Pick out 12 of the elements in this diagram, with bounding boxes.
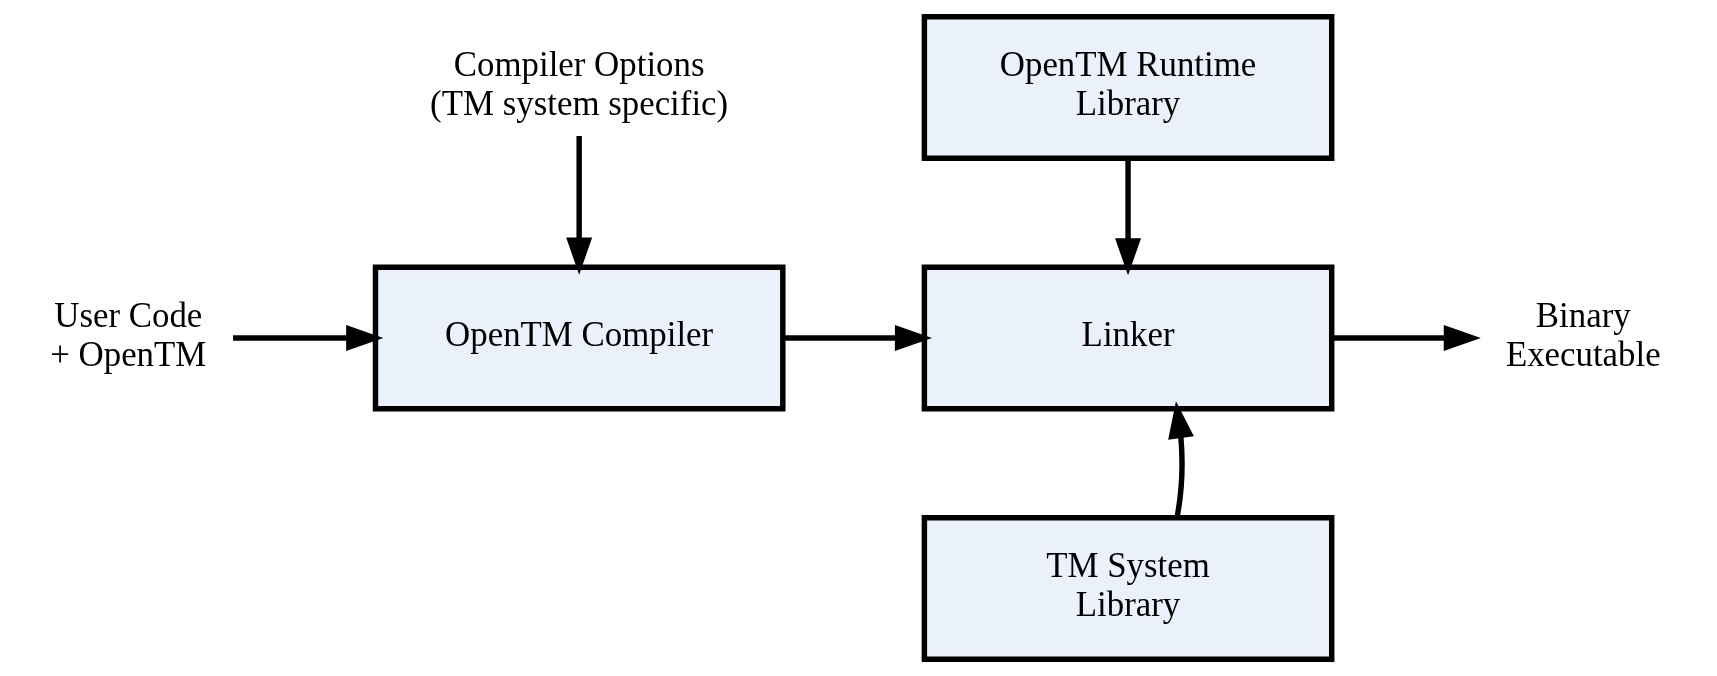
arrow bbox=[782, 325, 932, 351]
arrow bbox=[233, 325, 384, 351]
node-box: Linker bbox=[921, 264, 1335, 412]
node-box: OpenTM Runtime Library bbox=[921, 14, 1335, 162]
node-box: OpenTM Compiler bbox=[372, 264, 786, 412]
node-text: Compiler Options (TM system specific) bbox=[430, 45, 729, 124]
node-text: User Code + OpenTM bbox=[50, 295, 207, 374]
arrow bbox=[1332, 325, 1481, 351]
node-box: TM System Library bbox=[921, 514, 1335, 662]
arrow bbox=[1115, 158, 1142, 276]
node-text: Binary Executable bbox=[1505, 295, 1661, 374]
arrow bbox=[566, 135, 593, 275]
